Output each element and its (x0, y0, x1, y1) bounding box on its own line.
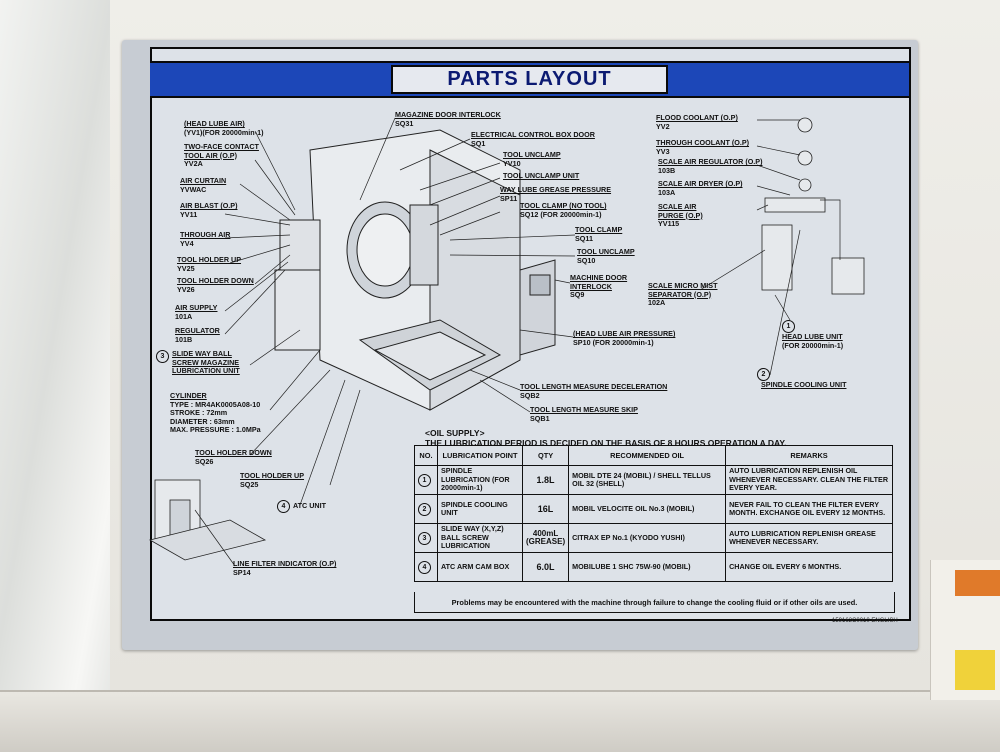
row-number: 1 (418, 473, 431, 487)
label-tool-clamp-no-tool: TOOL CLAMP (NO TOOL)SQ12 (FOR 20000min-1… (520, 201, 607, 219)
oil-supply-table: NO. LUBRICATION POINT QTY RECOMMENDED OI… (414, 445, 893, 582)
recommended-oil: MOBIL DTE 24 (MOBIL) / SHELL TELLUS OIL … (568, 465, 727, 495)
label-two-face-contact: TWO-FACE CONTACT TOOL AIR (O.P)YV2A (184, 142, 259, 168)
quantity: 6.0L (521, 552, 570, 582)
table-row: 1 SPINDLE LUBRICATION (FOR 20000min-1) 1… (414, 465, 893, 495)
label-head-lube-air: (HEAD LUBE AIR)(YV1)(FOR 20000min-1) (184, 119, 264, 137)
label-scale-air-dryer: SCALE AIR DRYER (O.P)103A (658, 179, 743, 197)
column-header: NO. (414, 445, 438, 466)
quantity: 1.8L (521, 465, 570, 495)
remarks: AUTO LUBRICATION REPLENISH GREASE WHENEV… (725, 523, 893, 553)
label-slide-way-lubrication: 3 SLIDE WAY BALL SCREW MAGAZINE LUBRICAT… (156, 349, 256, 376)
document-code: 159162C0010 ENGLISH (832, 618, 898, 624)
table-header-row: NO. LUBRICATION POINT QTY RECOMMENDED OI… (414, 445, 893, 466)
row-number: 4 (418, 560, 431, 574)
table-row: 3 SLIDE WAY (X,Y,Z) BALL SCREW LUBRICATI… (414, 523, 893, 553)
label-scale-micro-mist: SCALE MICRO MIST SEPARATOR (O.P)102A (648, 281, 718, 307)
label-flood-coolant: FLOOD COOLANT (O.P)YV2 (656, 113, 738, 131)
label-through-coolant: THROUGH COOLANT (O.P)YV3 (656, 138, 750, 156)
lubrication-point: SLIDE WAY (X,Y,Z) BALL SCREW LUBRICATION (437, 523, 523, 553)
remarks: CHANGE OIL EVERY 6 MONTHS. (725, 552, 893, 582)
oil-warning-note: Problems may be encountered with the mac… (414, 592, 895, 613)
table-row: 2 SPINDLE COOLING UNIT 16L MOBIL VELOCIT… (414, 494, 893, 524)
column-header: REMARKS (725, 445, 893, 466)
label-line-filter: LINE FILTER INDICATOR (O.P)SP14 (233, 559, 337, 577)
row-number: 2 (418, 502, 431, 516)
column-header: QTY (521, 445, 570, 466)
column-header: RECOMMENDED OIL (568, 445, 727, 466)
recommended-oil: MOBILUBE 1 SHC 75W-90 (MOBIL) (568, 552, 727, 582)
number-badge-4: 4 (277, 500, 290, 513)
title-bar: PARTS LAYOUT (150, 61, 909, 98)
quantity: 400mL (GREASE) (521, 523, 570, 553)
label-scale-air-regulator: SCALE AIR REGULATOR (O.P)103B (658, 157, 763, 175)
page-title: PARTS LAYOUT (391, 65, 668, 94)
quantity: 16L (521, 494, 570, 524)
lubrication-point: SPINDLE LUBRICATION (FOR 20000min-1) (437, 465, 523, 495)
remarks: NEVER FAIL TO CLEAN THE FILTER EVERY MON… (725, 494, 893, 524)
cabinet-bottom-edge (0, 690, 1000, 752)
table-row: 4 ATC ARM CAM BOX 6.0L MOBILUBE 1 SHC 75… (414, 552, 893, 582)
recommended-oil: MOBIL VELOCITE OIL No.3 (MOBIL) (568, 494, 727, 524)
column-header: LUBRICATION POINT (437, 445, 523, 466)
label-air-blast: AIR BLAST (O.P)YV11 (180, 201, 238, 219)
oil-supply-heading: <OIL SUPPLY>THE LUBRICATION PERIOD IS DE… (425, 428, 787, 448)
lubrication-point: SPINDLE COOLING UNIT (437, 494, 523, 524)
warning-label-orange (955, 570, 1000, 596)
number-badge-3: 3 (156, 350, 169, 363)
label-scale-air-purge: SCALE AIR PURGE (O.P)YV115 (658, 202, 703, 228)
label-tool-unclamp-unit: TOOL UNCLAMP UNIT (503, 171, 580, 180)
remarks: AUTO LUBRICATION REPLENISH OIL WHENEVER … (725, 465, 893, 495)
recommended-oil: CITRAX EP No.1 (KYODO YUSHI) (568, 523, 727, 553)
warning-label-yellow (955, 650, 995, 690)
lubrication-point: ATC ARM CAM BOX (437, 552, 523, 582)
label-head-lube-air-pressure: (HEAD LUBE AIR PRESSURE)SP10 (FOR 20000m… (573, 329, 676, 347)
row-number: 3 (418, 531, 431, 545)
